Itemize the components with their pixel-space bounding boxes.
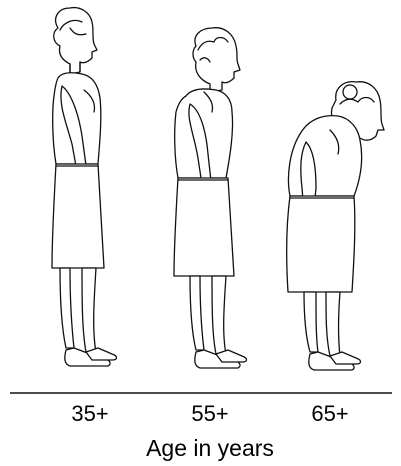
figure-age-55	[174, 28, 247, 368]
age-label-65: 65+	[300, 403, 360, 425]
figure-age-65	[287, 82, 384, 370]
age-label-35: 35+	[60, 403, 120, 425]
figure-age-35	[52, 8, 117, 366]
age-label-55: 55+	[180, 403, 240, 425]
axis-title: Age in years	[100, 437, 320, 460]
